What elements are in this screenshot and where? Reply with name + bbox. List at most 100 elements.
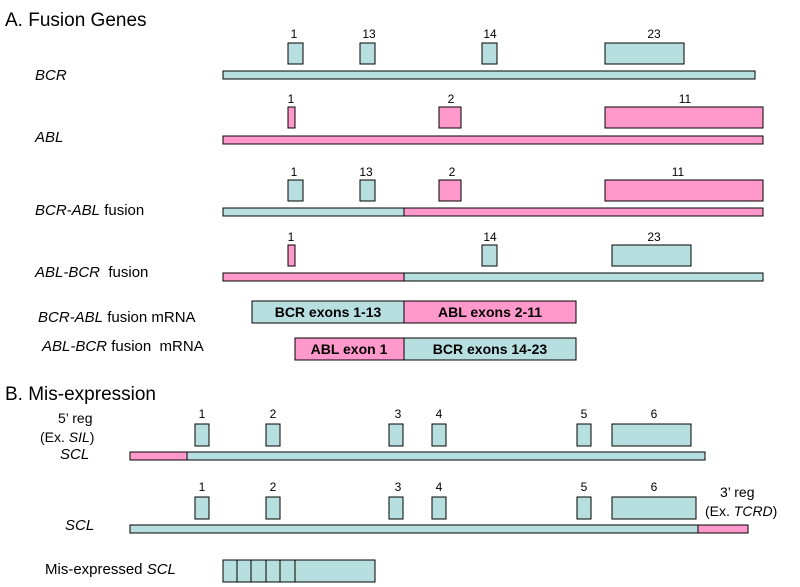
abl-bcr-exon-14 <box>481 244 498 267</box>
reg5-line2-pre: (Ex. <box>40 429 69 445</box>
scl-1-exon-2 <box>265 423 281 447</box>
scl-2-intron-bar <box>129 524 699 534</box>
abl-exon-1-number: 1 <box>288 92 295 106</box>
bcr-abl-fusion-label-suffix: fusion <box>100 202 144 219</box>
scl-1-exon-5 <box>576 423 592 447</box>
bcr-abl-exon-13 <box>359 179 376 202</box>
scl-2-3reg-segment <box>697 524 749 534</box>
abl-bcr-exon-1-number: 1 <box>288 230 295 244</box>
misexpressed-label-pre: Mis-expressed <box>45 561 147 578</box>
scl-2-exon-1 <box>194 496 210 520</box>
bcr-abl-fusion-label-gene: BCR-ABL <box>35 202 100 219</box>
scl-1-exon-3 <box>388 423 404 447</box>
bcr-abl-abl-segment <box>403 207 764 217</box>
scl-2-exon-6 <box>611 496 697 520</box>
abl-gene: ABL 1 2 11 <box>34 92 764 146</box>
abl-bcr-mrna-label-suffix: fusion mRNA <box>107 338 204 355</box>
scl-1-exon-5-number: 5 <box>581 407 588 421</box>
bcr-abl-fusion-gene: BCR-ABL fusion 1 13 2 11 <box>35 165 764 219</box>
scl-2-label: SCL <box>65 517 94 534</box>
bcr-exon-13-number: 13 <box>362 27 376 41</box>
reg5-line1: 5’ reg <box>58 410 93 426</box>
scl-gene-1: SCL 1 2 3 4 5 6 <box>60 407 706 463</box>
scl-1-exon-3-number: 3 <box>395 407 402 421</box>
abl-bcr-fusion-gene: ABL-BCR fusion 1 14 23 <box>34 230 764 282</box>
reg3-line2-gene: TCRD <box>734 503 773 519</box>
scl-2-exon-3-number: 3 <box>395 480 402 494</box>
abl-bcr-mrna: ABL-BCR fusion mRNA ABL exon 1 BCR exons… <box>41 337 577 361</box>
bcr-abl-exon-1-number: 1 <box>291 165 298 179</box>
scl-1-intron-bar <box>186 451 706 461</box>
scl-1-exon-4 <box>431 423 447 447</box>
abl-bcr-exon-1 <box>287 244 296 267</box>
scl-1-exon-6-number: 6 <box>651 407 658 421</box>
bcr-exon-23-number: 23 <box>647 27 661 41</box>
bcr-abl-exon-13-number: 13 <box>359 165 373 179</box>
abl-bcr-mrna-label: ABL-BCR fusion mRNA <box>41 338 204 355</box>
abl-label: ABL <box>34 129 63 146</box>
abl-intron-bar <box>222 135 764 145</box>
abl-bcr-mrna-label-gene: ABL-BCR <box>41 338 107 355</box>
scl-1-exon-4-number: 4 <box>436 407 443 421</box>
misexpressed-label: Mis-expressed SCL <box>45 561 176 578</box>
bcr-exon-1 <box>287 42 304 65</box>
abl-bcr-fusion-label-suffix: fusion <box>100 264 148 281</box>
scl-2-exon-6-number: 6 <box>651 480 658 494</box>
bcr-abl-mrna: BCR-ABL fusion mRNA BCR exons 1-13 ABL e… <box>38 300 577 326</box>
abl-exon-11 <box>604 106 764 129</box>
scl-2-exon-4-number: 4 <box>436 480 443 494</box>
bcr-abl-exon-2-number: 2 <box>449 165 456 179</box>
abl-bcr-mrna-bcr-text: BCR exons 14-23 <box>433 341 548 357</box>
bcr-intron-bar <box>222 70 756 80</box>
abl-exon-2 <box>438 106 462 129</box>
abl-bcr-exon-14-number: 14 <box>483 230 497 244</box>
abl-bcr-exon-23 <box>611 244 692 267</box>
bcr-abl-mrna-abl-part <box>403 300 577 324</box>
reg3-label: 3’ reg (Ex. TCRD) <box>705 484 777 519</box>
scl-2-exon-4 <box>431 496 447 520</box>
bcr-exon-23 <box>604 42 685 65</box>
scl-1-label: SCL <box>60 446 89 463</box>
scl-1-exon-2-number: 2 <box>270 407 277 421</box>
reg3-line2: (Ex. TCRD) <box>705 503 777 519</box>
misexpressed-transcript-box <box>222 559 376 583</box>
scl-2-exon-1-number: 1 <box>199 480 206 494</box>
bcr-exon-1-number: 1 <box>291 27 298 41</box>
bcr-gene: BCR 1 13 14 23 <box>35 27 756 84</box>
scl-gene-2: SCL 1 2 3 4 5 6 <box>65 480 749 534</box>
bcr-abl-exon-11 <box>604 179 764 202</box>
misexpressed-label-gene: SCL <box>147 561 176 578</box>
abl-bcr-exon-23-number: 23 <box>647 230 661 244</box>
scl-2-exon-3 <box>388 496 404 520</box>
bcr-exon-14-number: 14 <box>483 27 497 41</box>
bcr-abl-fusion-label: BCR-ABL fusion <box>35 202 144 219</box>
bcr-abl-mrna-label-suffix: fusion mRNA <box>103 309 196 326</box>
scl-1-5reg-segment <box>129 451 188 461</box>
reg5-line2-post: ) <box>90 429 95 445</box>
reg3-line2-pre: (Ex. <box>705 503 734 519</box>
abl-bcr-mrna-abl-text: ABL exon 1 <box>311 341 388 357</box>
section-b-title: B. Mis-expression <box>5 384 156 405</box>
bcr-abl-mrna-label-gene: BCR-ABL <box>38 309 103 326</box>
bcr-abl-bcr-segment <box>222 207 405 217</box>
scl-2-exon-5 <box>576 496 592 520</box>
scl-1-exon-1-number: 1 <box>199 407 206 421</box>
bcr-abl-exon-1 <box>287 179 304 202</box>
scl-1-exon-6 <box>611 423 692 447</box>
reg3-line1: 3’ reg <box>720 484 755 500</box>
bcr-abl-mrna-bcr-text: BCR exons 1-13 <box>275 304 382 320</box>
reg3-line2-post: ) <box>773 503 778 519</box>
bcr-abl-exon-2 <box>438 179 462 202</box>
bcr-abl-exon-11-number: 11 <box>672 165 685 179</box>
abl-bcr-fusion-label-gene: ABL-BCR <box>34 264 100 281</box>
bcr-exon-13 <box>359 42 376 65</box>
misexpressed-scl: Mis-expressed SCL <box>45 559 376 583</box>
abl-bcr-mrna-bcr-part <box>403 337 577 361</box>
scl-2-exon-5-number: 5 <box>581 480 588 494</box>
reg5-label: 5’ reg (Ex. SIL) <box>40 410 94 445</box>
abl-exon-2-number: 2 <box>448 92 455 106</box>
abl-bcr-fusion-label: ABL-BCR fusion <box>34 264 148 281</box>
reg5-line2-gene: SIL <box>69 429 90 445</box>
scl-2-exon-2-number: 2 <box>270 480 277 494</box>
bcr-abl-mrna-label: BCR-ABL fusion mRNA <box>38 309 196 326</box>
